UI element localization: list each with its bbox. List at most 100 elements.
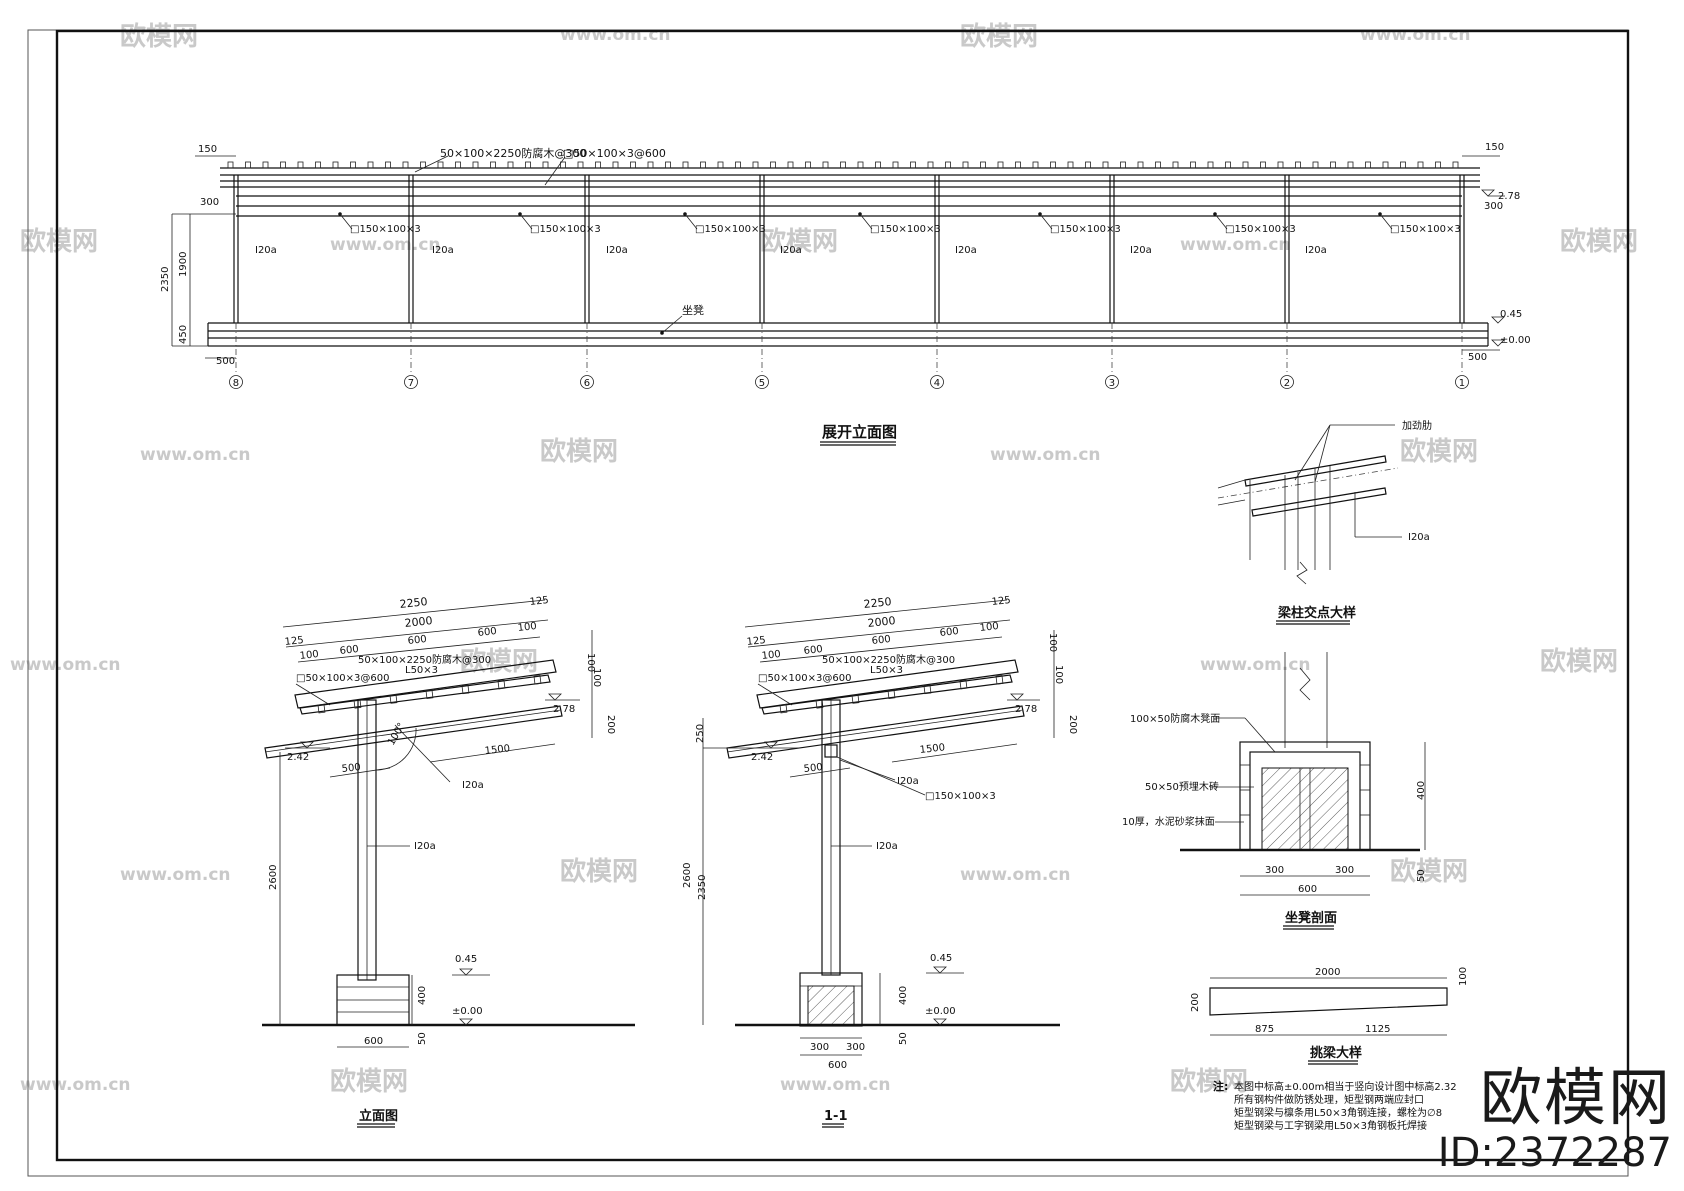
elev-col-label: I20a [432,245,454,256]
roof-slat [1382,161,1389,169]
slat-block [389,694,398,704]
roof-slat [525,161,531,169]
seat-h50: 50 [1416,869,1427,882]
watermark-text: 欧模网 [1390,856,1468,887]
roof-slat [1277,161,1284,169]
roof-slat [507,161,514,169]
section-title: 1-1 [824,1109,848,1124]
joint-beam-label: I20a [1408,532,1430,543]
watermark-text: www.om.cn [10,655,121,675]
roof-slat [595,161,601,169]
side-dim-100b: 100 [517,621,537,634]
sec-angle-label: L50×3 [870,665,903,676]
slat-block [779,703,788,714]
sec-tube-label: □150×100×3 [925,791,996,802]
sec-dim-125b: 125 [991,595,1011,608]
side-vdim-100b: 100 [591,668,602,687]
roof-slat [1190,161,1196,169]
roof-slat [350,161,356,169]
roof-slat [927,161,934,169]
slat-block [851,694,860,704]
note-line-1: 本图中标高±0.00m相当于竖向设计图中标高2.32 [1234,1080,1457,1093]
cant-h200: 200 [1190,993,1201,1012]
sec-vdim-100b: 100 [1053,665,1064,684]
roof-slat [490,161,496,169]
sec-dim-500: 500 [803,762,823,775]
notes-lead: 注: [1213,1079,1228,1093]
watermark-text: www.om.cn [780,1075,891,1095]
axis-number: 7 [408,378,414,389]
elev-beam-label: □150×100×3 [870,224,941,235]
elev-end-width-left: 500 [216,356,235,367]
roof-slat [1032,161,1039,169]
roof-slat [945,161,951,169]
sec-dim-100b: 100 [979,621,999,634]
watermark-text: 欧模网 [1170,1066,1248,1097]
elev-col-label: I20a [255,245,277,256]
seat-h400: 400 [1416,781,1427,800]
sec-dim-600c: 600 [939,626,959,639]
roof-slat [822,161,829,169]
side-slat-label: 50×100×2250防腐木@300 [358,653,491,666]
sec-level-045: 0.45 [930,953,952,964]
watermark-text: www.om.cn [560,25,671,45]
roof-slat [962,161,969,169]
roof-slat [700,161,706,169]
roof-slat [1015,161,1021,169]
watermark-text: www.om.cn [960,865,1071,885]
joint-title: 梁柱交点大样 [1277,605,1356,621]
roof-slat [647,161,654,169]
elev-level-045: 0.45 [1500,309,1522,320]
roof-slat [542,161,549,169]
roof-slat [402,161,409,169]
side-elevation: 2250 2000 125 125 100 600 600 600 100 50… [262,595,635,1128]
roof-slat [892,161,899,169]
axis-circle [930,375,944,389]
watermark-text: 欧模网 [1560,226,1638,257]
note-line-3: 矩型钢梁与檩条用L50×3角钢连接，螺栓为∅8 [1234,1106,1442,1119]
watermark-text: www.om.cn [140,445,251,465]
roof-slat [1400,161,1406,169]
axis-circle [580,375,594,389]
sec-dim-125a: 125 [746,635,766,648]
side-angle-label: L50×3 [405,665,438,676]
sec-beam-label: I20a [897,776,919,787]
elev-col-label: I20a [606,245,628,256]
watermark-text: 欧模网 [460,646,538,677]
sec-vdim-2600: 2600 [682,863,693,888]
roof-slat [857,161,864,169]
axis-number: 1 [1459,378,1465,389]
roof-slat [1102,161,1109,169]
roof-slat [630,161,636,169]
sec-dim-2000: 2000 [867,614,896,630]
sec-vdim-2350: 2350 [697,875,708,900]
elev-end-dim-left: 150 [198,144,217,155]
side-level-242: 2.42 [287,752,309,763]
joint-rib-label: 加劲肋 [1402,419,1432,432]
sec-base-300b: 300 [846,1042,865,1053]
roof-slat [1312,161,1319,169]
sec-vdim-200: 200 [1067,715,1078,734]
axis-circle [1105,375,1119,389]
side-dim-125b: 125 [529,595,549,608]
elev-beam-label: □150×100×3 [1050,224,1121,235]
slat-block [317,703,326,714]
roof-slat [770,161,776,169]
elev-total-height: 2350 [160,267,171,292]
seat-mortar-label: 10厚，水泥砂浆抹面 [1122,815,1215,828]
roof-slat [385,161,391,169]
axis-circle [1280,375,1294,389]
axis-number: 8 [233,378,239,389]
roof-slat [367,161,374,169]
roof-slat [1242,161,1249,169]
side-col-label: I20a [414,841,436,852]
elev-beam-label: □150×100×3 [350,224,421,235]
roof-slat [1067,161,1074,169]
side-dim-2000: 2000 [404,614,433,630]
slat-block [959,679,968,690]
elev-beam-label: □150×100×3 [530,224,601,235]
cant-w1125: 1125 [1365,1024,1390,1035]
watermark-layer: 欧模网 www.om.cn 欧模网 www.om.cn 欧模网 www.om.cn 欧模网 w… [10,21,1638,1097]
